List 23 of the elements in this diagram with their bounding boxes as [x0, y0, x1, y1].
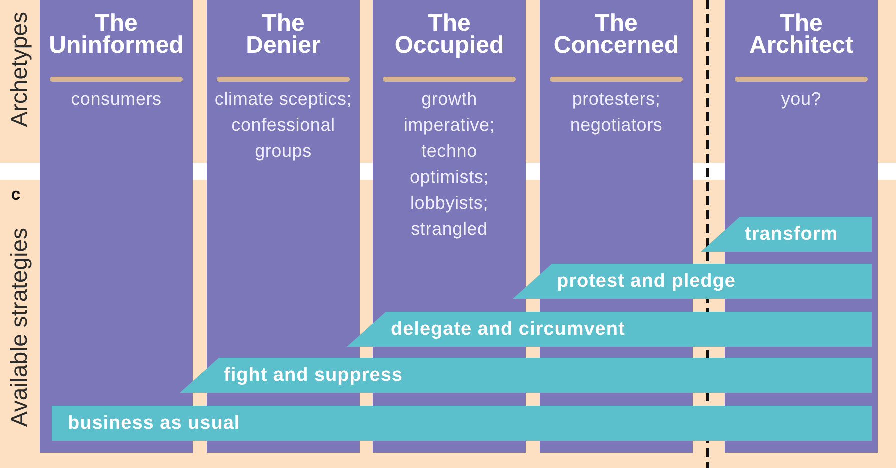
archetype-title: The Uninformed [49, 13, 184, 57]
archetype-description: you? [781, 89, 822, 109]
section-label: Archetypes [8, 12, 30, 128]
archetype-title: The Occupied [394, 13, 504, 57]
section-label: Available strategies [8, 228, 30, 428]
band-label: transform [745, 225, 838, 244]
band-label: protest and pledge [557, 272, 736, 291]
strategy-band [52, 406, 872, 441]
strategy-band [701, 217, 872, 252]
archetype-description: consumers [71, 89, 162, 109]
strategy-band [513, 264, 872, 299]
strategy-band [180, 358, 872, 393]
archetype-title: The Denier [246, 13, 321, 57]
band-label: delegate and circumvent [391, 320, 626, 339]
archetype-description: growth imperative; techno optimists; lobbyists; strangled [404, 89, 496, 239]
archetype-description: climate sceptics; confessional groups [214, 89, 352, 161]
archetype-title: The Architect [749, 13, 854, 57]
strategy-band [347, 312, 872, 347]
band-label: business as usual [68, 414, 240, 433]
panel-letter: c [11, 186, 21, 202]
archetype-title: The Concerned [554, 13, 680, 57]
band-label: fight and suppress [224, 366, 403, 385]
archetype-description: protesters; negotiators [570, 89, 663, 135]
